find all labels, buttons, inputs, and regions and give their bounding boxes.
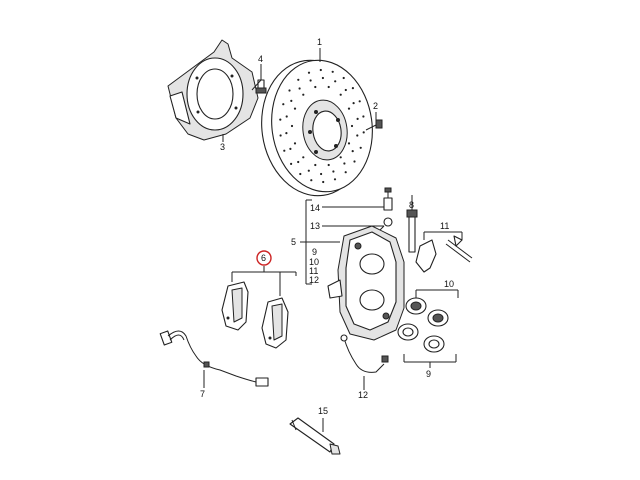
group-label-12: 12 (309, 275, 319, 285)
bleeder-valve[interactable] (383, 187, 393, 211)
disc-hole (307, 169, 310, 172)
disc-hole (362, 131, 365, 134)
disc-hole (359, 146, 362, 149)
disc-hole (333, 178, 337, 181)
disc-hole (351, 150, 354, 153)
disc-hole (347, 142, 351, 145)
disc-hole (307, 71, 311, 74)
disc-hole (327, 163, 330, 167)
dust-boots[interactable] (405, 297, 449, 327)
disc-hole (344, 171, 347, 174)
disc-hole (288, 89, 291, 92)
group-label-14: 14 (310, 203, 320, 213)
retaining-clip[interactable] (415, 235, 473, 273)
callout-10: 10 (444, 279, 454, 289)
group-label-11: 11 (309, 266, 318, 276)
callout-5: 5 (291, 237, 296, 247)
disc-hole (314, 85, 317, 89)
disc-hole (285, 132, 288, 135)
disc-hole (327, 85, 330, 89)
disc-hole (310, 179, 313, 182)
disc-hole (293, 142, 297, 145)
caliper-bolt[interactable] (406, 209, 418, 253)
disc-hole (289, 147, 292, 150)
disc-hole (302, 156, 305, 159)
disc-hole (322, 180, 325, 184)
disc-hole (298, 87, 301, 90)
disc-hole (344, 88, 347, 92)
callout-bracket-9 (403, 354, 457, 368)
disc-hole (290, 124, 294, 128)
callout-bracket-11 (423, 231, 463, 240)
wear-sensor-cable[interactable] (159, 330, 269, 387)
grease-tube[interactable] (289, 417, 341, 455)
disc-hole (356, 134, 359, 137)
disc-hole (302, 93, 305, 96)
disc-hole (279, 134, 282, 137)
disc-hole (293, 107, 297, 110)
disc-hole (332, 170, 335, 173)
disc-hole (290, 162, 293, 165)
disc-screw[interactable] (365, 119, 383, 131)
group-label-13: 13 (310, 221, 320, 231)
brake-pad-right[interactable] (261, 297, 289, 349)
callout-12: 12 (358, 390, 368, 400)
disc-hole (282, 103, 285, 106)
disc-hole (339, 156, 342, 159)
disc-hole (321, 76, 324, 80)
disc-hole (320, 172, 323, 176)
disc-hole (319, 68, 322, 72)
disc-hole (358, 100, 361, 103)
callout-6: 6 (261, 253, 266, 263)
callout-bracket-6 (231, 266, 297, 296)
disc-hole (314, 163, 317, 167)
disc-hole (279, 118, 282, 121)
callout-3: 3 (220, 142, 225, 152)
disc-hole (353, 160, 356, 163)
caliper-callout-bracket (300, 199, 340, 285)
callout-8: 8 (409, 200, 414, 210)
disc-hole (342, 76, 345, 80)
dust-shield[interactable] (167, 39, 259, 141)
disc-hole (299, 172, 302, 176)
callout-4: 4 (258, 54, 263, 64)
brake-line[interactable] (340, 334, 389, 373)
callout-7: 7 (200, 389, 205, 399)
disc-hole (362, 115, 365, 118)
callout-2: 2 (373, 101, 378, 111)
piston-seals[interactable] (397, 323, 445, 353)
brake-caliper[interactable] (327, 225, 405, 341)
callout-1: 1 (317, 37, 322, 47)
disc-hole (356, 117, 359, 120)
disc-hole (309, 79, 312, 82)
disc-hole (347, 107, 351, 110)
disc-hole (339, 93, 342, 96)
disc-hole (352, 102, 355, 105)
brake-disc[interactable] (253, 53, 381, 202)
group-label-10: 10 (309, 257, 319, 267)
disc-hole (343, 162, 346, 165)
disc-hole (334, 80, 337, 83)
brake-pad-left[interactable] (221, 281, 249, 331)
callout-bracket-10 (415, 289, 459, 298)
disc-hole (285, 115, 288, 118)
disc-hole (351, 87, 354, 90)
disc-perforations (279, 68, 365, 184)
callout-6-highlight (256, 250, 272, 266)
disc-hole (350, 124, 354, 128)
disc-hole (331, 70, 334, 73)
disc-hole (297, 78, 300, 81)
callout-9: 9 (426, 369, 431, 379)
callout-11: 11 (440, 221, 449, 231)
disc-hole (290, 99, 293, 102)
disc-hole (297, 160, 300, 164)
disc-hole (283, 149, 286, 152)
callout-15: 15 (318, 406, 328, 416)
group-label-9: 9 (312, 247, 317, 257)
